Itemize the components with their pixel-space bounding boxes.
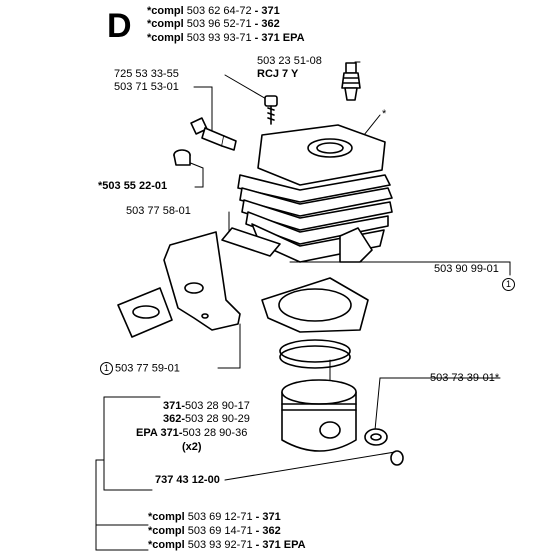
label-cylinder-gasket-note: 1	[502, 278, 517, 291]
note-circle: 1	[100, 362, 113, 375]
note-circle: 1	[502, 278, 515, 291]
piston-rings-drawing	[279, 339, 351, 369]
ring-epa-371: EPA 371-503 28 90-36	[136, 427, 248, 439]
label-cylinder-marker: *	[382, 108, 387, 120]
compl-top-3: *compl 503 93 93-71 - 371 EPA	[147, 32, 305, 44]
label-needle-bearing: 503 73 39-01*	[430, 372, 500, 384]
piston-pin-clip-drawing	[390, 450, 404, 466]
spark-plug-drawing	[341, 62, 361, 101]
ring-371: 371-503 28 90-17	[163, 400, 250, 412]
label-gasket-flange: 503 77 58-01	[126, 205, 191, 217]
label-plug: *503 55 22-01	[98, 180, 168, 192]
spacer-drawing	[117, 287, 173, 338]
label-screw: 725 53 33-55	[114, 68, 179, 80]
compl-bottom-3: *compl 503 93 92-71 - 371 EPA	[148, 539, 306, 551]
screw-drawing	[264, 95, 278, 125]
needle-bearing-drawing	[364, 428, 388, 446]
label-spark-plug: 503 23 51-08	[257, 55, 322, 67]
ring-362: 362-503 28 90-29	[163, 413, 250, 425]
label-cylinder-gasket: 503 90 99-01	[434, 263, 499, 275]
cylinder-drawing	[221, 124, 393, 263]
plug-drawing	[173, 149, 191, 166]
piston-drawing	[281, 379, 357, 452]
compl-top-1: *compl 503 62 64-72 - 371	[147, 5, 280, 17]
label-decomp-valve: 503 71 53-01	[114, 81, 179, 93]
decomp-valve-drawing	[190, 117, 237, 151]
ring-quantity: (x2)	[182, 441, 202, 453]
compl-bottom-1: *compl 503 69 12-71 - 371	[148, 511, 281, 523]
label-piston-pin: 737 43 12-00	[155, 474, 220, 486]
label-spark-plug-type: RCJ 7 Y	[257, 68, 299, 80]
cylinder-gasket-drawing	[261, 277, 369, 333]
flange-gasket-drawing	[163, 231, 241, 331]
section-letter: D	[107, 7, 132, 45]
compl-bottom-2: *compl 503 69 14-71 - 362	[148, 525, 281, 537]
compl-top-2: *compl 503 96 52-71 - 362	[147, 18, 280, 30]
